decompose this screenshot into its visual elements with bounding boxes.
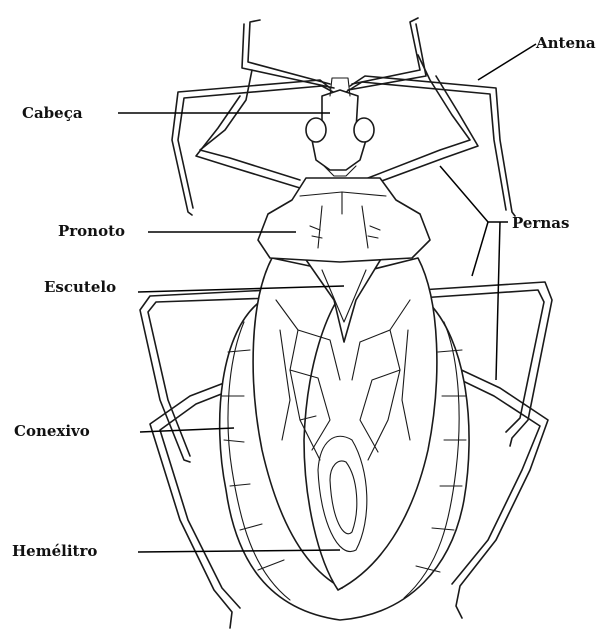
head	[306, 78, 374, 176]
label-head: Cabeça	[22, 104, 83, 122]
label-antenna: Antena	[536, 34, 596, 52]
label-scutellum: Escutelo	[44, 278, 116, 296]
leader-legs-front	[440, 166, 508, 222]
pronotum	[258, 178, 430, 262]
leader-antenna	[478, 44, 536, 80]
leader-legs-middle	[472, 222, 488, 276]
label-legs: Pernas	[512, 214, 569, 232]
leader-legs-hind	[496, 222, 500, 380]
label-connexivum: Conexivo	[14, 422, 90, 440]
label-pronotum: Pronoto	[58, 222, 125, 240]
label-hemelytron: Hemélitro	[12, 542, 97, 560]
